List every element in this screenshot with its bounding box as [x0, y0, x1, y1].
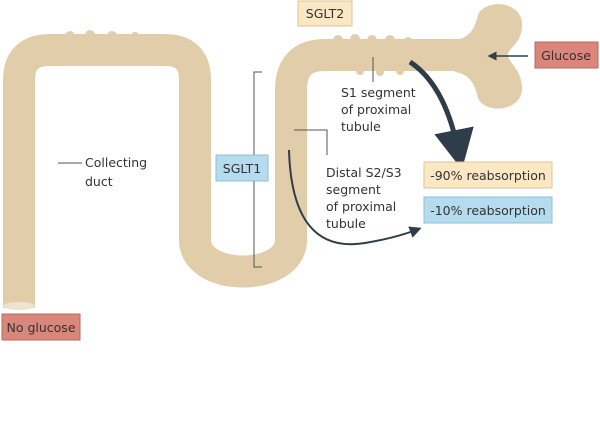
sglt1-text: SGLT1 [223, 161, 261, 176]
reabsorption-90-text: -90% reabsorption [430, 168, 546, 183]
distal-segment-text: Distal S2/S3 [326, 165, 402, 180]
sglt2-reabsorption-arrow [408, 59, 474, 170]
s1-segment-text: S1 segment [341, 85, 416, 100]
reabsorption-10-label: -10% reabsorption [423, 196, 553, 224]
distal-segment-text: tubule [326, 216, 366, 231]
reabsorption-10-text: -10% reabsorption [430, 203, 546, 218]
no-glucose-text: No glucose [6, 320, 75, 335]
collecting-duct-text: Collecting [85, 155, 147, 170]
distal-leader [294, 129, 328, 155]
distal-segment-text: of proximal [326, 199, 396, 214]
distal-segment-text: segment [326, 182, 381, 197]
sglt2-text: SGLT2 [306, 6, 344, 21]
sglt1-label: SGLT1 [215, 154, 269, 182]
sglt2-label: SGLT2 [297, 0, 353, 27]
sglt1-reabsorption-arrow [288, 149, 422, 246]
sglt1-bracket [253, 71, 262, 268]
collecting-duct-text: duct [85, 174, 113, 189]
s1-segment-text: of proximal [341, 102, 411, 117]
s1-segment-text: tubule [341, 119, 381, 134]
reabsorption-90-label: -90% reabsorption [423, 161, 553, 189]
glucose-label: Glucose [534, 41, 599, 69]
no-glucose-label: No glucose [1, 313, 81, 341]
glucose-text: Glucose [541, 48, 591, 63]
